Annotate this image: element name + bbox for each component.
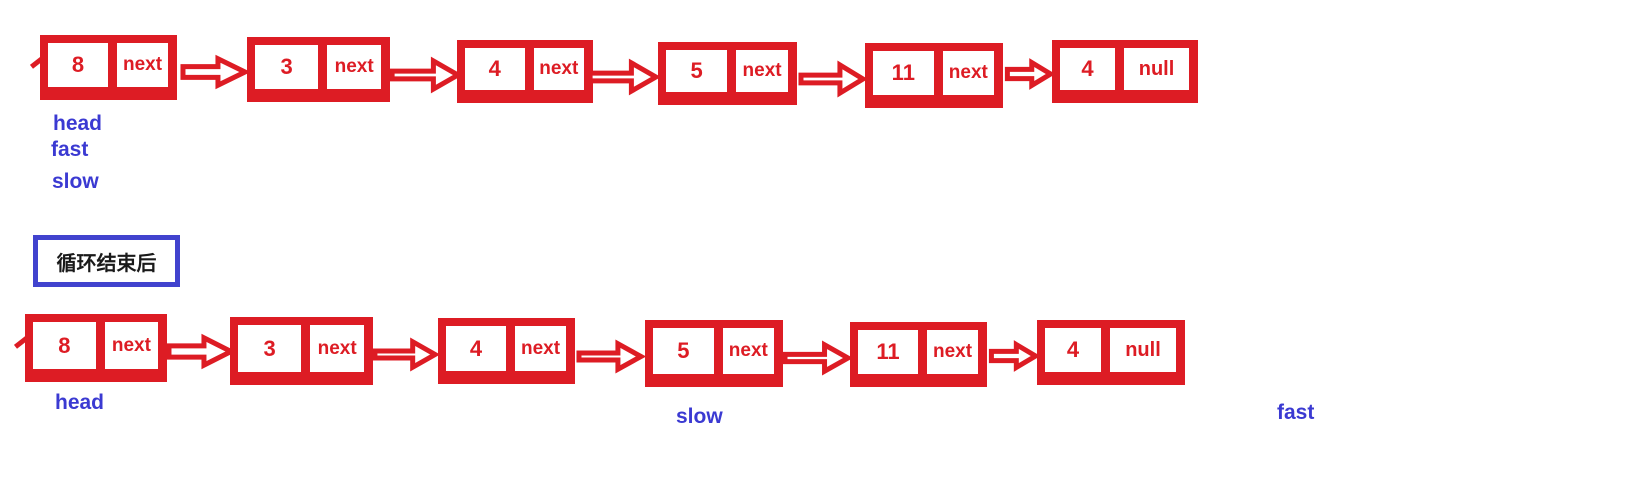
list-node: 11 next — [865, 43, 1003, 108]
node-value: 3 — [280, 54, 293, 79]
node-value: 8 — [71, 52, 85, 77]
node-pointer-label: null — [1125, 338, 1161, 361]
next-arrow-icon — [577, 342, 643, 371]
node-pointer-cell: next — [533, 48, 584, 90]
next-arrow-icon — [990, 343, 1037, 369]
node-value: 4 — [469, 335, 483, 361]
list-node: 5 next — [645, 320, 783, 387]
node-pointer-cell: next — [515, 326, 566, 371]
node-pointer-label: next — [111, 334, 151, 356]
node-pointer-label: null — [1138, 57, 1175, 80]
node-pointer-cell: next — [310, 325, 364, 372]
node-value-cell: 8 — [33, 322, 96, 369]
next-arrow-icon — [588, 61, 658, 93]
pointer-label-slow: slow — [676, 405, 723, 428]
node-pointer-cell: null — [1124, 48, 1189, 90]
list-node: 3 next — [230, 317, 373, 385]
node-value-cell: 3 — [238, 325, 302, 372]
caption-text: 循环结束后 — [56, 252, 157, 275]
node-pointer-label: next — [521, 337, 561, 359]
node-value-cell: 4 — [1045, 328, 1101, 372]
list-node: 4 next — [438, 318, 575, 384]
node-pointer-label: next — [123, 54, 163, 75]
pointer-label-fast: fast — [1277, 401, 1315, 424]
node-pointer-cell: next — [736, 50, 788, 92]
node-value: 11 — [891, 60, 915, 85]
list-node: 4 null — [1037, 320, 1185, 385]
node-value-cell: 8 — [48, 43, 109, 87]
node-pointer-label: next — [728, 340, 768, 361]
next-arrow-icon — [390, 59, 460, 91]
node-value-cell: 4 — [1060, 48, 1116, 90]
node-pointer-cell: next — [942, 51, 994, 95]
node-value-cell: 5 — [653, 328, 714, 374]
node-pointer-label: next — [539, 58, 579, 79]
node-pointer-label: next — [742, 60, 782, 81]
next-arrow-icon — [783, 343, 850, 373]
node-pointer-label: next — [933, 341, 973, 362]
node-pointer-cell: null — [1109, 328, 1176, 372]
arrow-stub-icon — [29, 56, 45, 69]
next-arrow-icon — [1006, 61, 1052, 87]
node-value-cell: 3 — [255, 45, 319, 89]
node-value-cell: 4 — [446, 326, 507, 371]
next-arrow-icon — [373, 340, 437, 369]
node-value: 4 — [1081, 56, 1094, 81]
node-value: 5 — [690, 58, 703, 83]
node-value: 11 — [876, 339, 900, 364]
node-value-cell: 11 — [873, 51, 934, 95]
node-pointer-label: next — [948, 62, 988, 83]
arrow-stub-icon — [13, 336, 29, 349]
node-value-cell: 4 — [465, 48, 525, 90]
list-node: 5 next — [658, 42, 797, 105]
caption-box: 循环结束后 — [33, 235, 180, 287]
next-arrow-icon — [167, 336, 233, 367]
node-pointer-label: next — [317, 337, 357, 359]
pointer-label-head: head — [55, 391, 105, 414]
list-node: 3 next — [247, 37, 390, 102]
next-arrow-icon — [799, 63, 865, 95]
node-value: 3 — [263, 335, 276, 361]
list-node: 4 null — [1052, 40, 1198, 103]
node-pointer-cell: next — [117, 43, 168, 87]
node-pointer-cell: next — [722, 328, 774, 374]
list-node: 4 next — [457, 40, 593, 103]
next-arrow-icon — [181, 57, 247, 87]
node-pointer-cell: next — [327, 45, 381, 89]
node-value: 8 — [58, 332, 71, 358]
list-node: 11 next — [850, 322, 987, 387]
node-value-cell: 11 — [858, 330, 919, 374]
node-value: 5 — [677, 338, 690, 363]
node-pointer-cell: next — [104, 322, 158, 369]
pointer-label-slow: slow — [52, 170, 99, 193]
node-pointer-cell: next — [927, 330, 978, 374]
node-value-cell: 5 — [666, 50, 728, 92]
node-value: 4 — [1066, 337, 1080, 362]
pointer-label-fast: fast — [51, 138, 89, 161]
list-node: 8 next — [25, 314, 167, 382]
node-value: 4 — [488, 56, 501, 81]
node-pointer-label: next — [334, 56, 374, 77]
pointer-label-head: head — [53, 112, 103, 135]
list-node: 8 next — [40, 35, 177, 100]
